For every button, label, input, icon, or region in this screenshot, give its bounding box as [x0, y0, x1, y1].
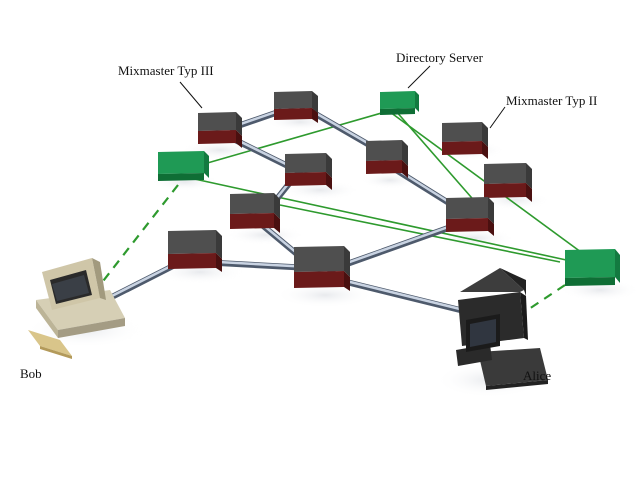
mix-servers	[168, 91, 532, 291]
bob-label: Bob	[20, 366, 42, 381]
directory-server-node	[380, 91, 419, 115]
bob-computer	[28, 258, 125, 359]
mix-server-node	[168, 230, 222, 272]
mix-server-node	[366, 140, 408, 178]
mix-server-node	[442, 122, 488, 159]
directory-server-node	[158, 151, 209, 181]
directory-server-label: Directory Server	[396, 50, 483, 65]
directory-links	[189, 109, 586, 264]
mix-server-node	[484, 163, 532, 202]
cables	[99, 102, 468, 313]
mix-server-node	[294, 246, 350, 291]
directory-servers	[158, 91, 620, 286]
mixmaster-typ-2-label: Mixmaster Typ II	[506, 93, 598, 108]
client-directory-links	[99, 184, 566, 316]
mix-server-node	[230, 193, 280, 233]
mix-server-node	[274, 91, 318, 123]
alice-label: Alice	[523, 368, 552, 383]
directory-server-node	[565, 249, 620, 286]
mix-server-node	[446, 197, 494, 236]
alice-computer	[456, 268, 548, 390]
mix-server-node	[198, 112, 242, 148]
mixmaster-typ-3-label: Mixmaster Typ III	[118, 63, 214, 78]
mix-server-node	[285, 153, 332, 190]
